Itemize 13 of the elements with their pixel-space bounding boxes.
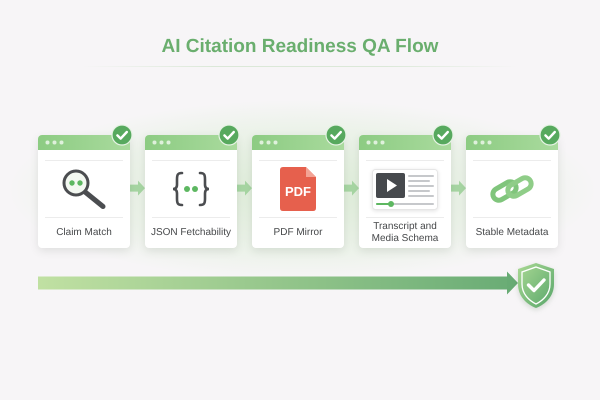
flow-arrow bbox=[451, 180, 466, 196]
file-type-label: PDF bbox=[285, 184, 311, 198]
step-label: Stable Metadata bbox=[476, 227, 548, 239]
flow-arrow bbox=[237, 180, 252, 196]
flow-arrow bbox=[130, 180, 145, 196]
flow-arrow bbox=[344, 180, 359, 196]
diagram-title: AI Citation Readiness QA Flow bbox=[162, 35, 438, 59]
flow-arrow bbox=[38, 272, 518, 294]
shield-check-icon bbox=[518, 263, 554, 308]
step-label: PDF Mirror bbox=[274, 227, 322, 239]
step-label: Claim Match bbox=[56, 227, 112, 239]
step-label: Transcript and Media Schema bbox=[370, 221, 440, 245]
step-label: JSON Fetchability bbox=[150, 227, 232, 239]
